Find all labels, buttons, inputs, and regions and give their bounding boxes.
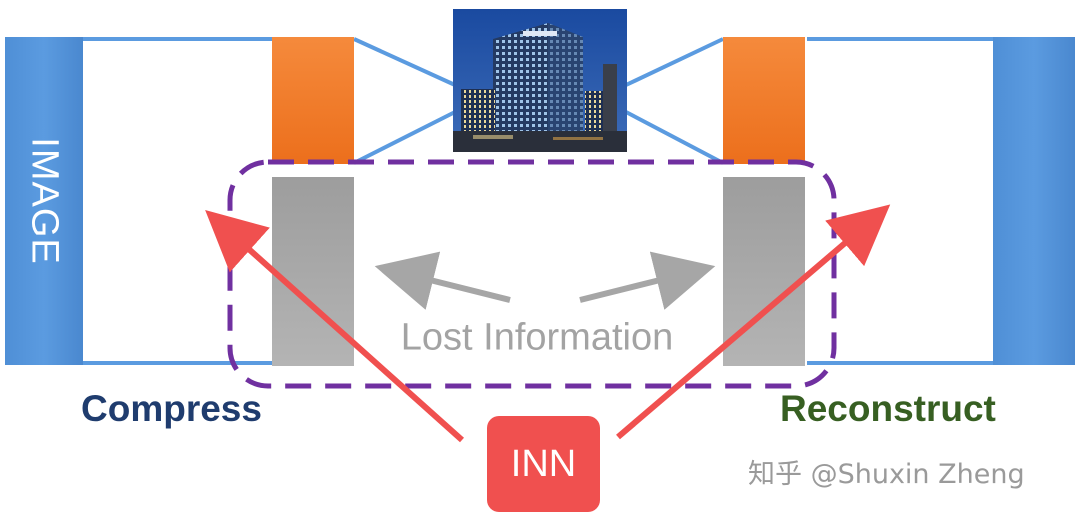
compress-label: Compress — [81, 388, 262, 430]
inn-label: INN — [511, 443, 576, 486]
watermark: 知乎 @Shuxin Zheng — [748, 452, 1025, 491]
inn-box: INN — [487, 416, 600, 512]
lost-info-arrow-right — [580, 272, 692, 300]
reconstruct-label: Reconstruct — [780, 388, 996, 430]
lost-info-arrow-left — [398, 272, 510, 300]
lost-information-label: Lost Information — [401, 317, 673, 360]
